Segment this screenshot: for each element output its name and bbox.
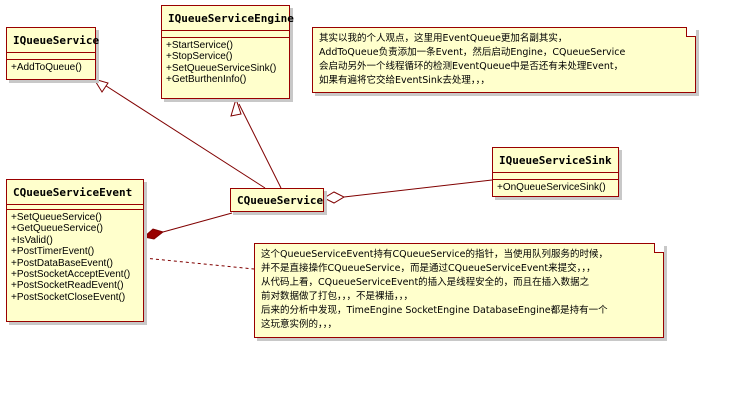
class-name: CQueueServiceEvent xyxy=(7,180,143,205)
operation: +SetQueueServiceSink() xyxy=(166,62,277,74)
operation: +PostSocketAcceptEvent() xyxy=(11,269,131,281)
composition-cqueueservice xyxy=(162,212,233,233)
class-attributes xyxy=(7,53,95,60)
note-line: 后来的分析中发现，TimeEngine SocketEngine Databas… xyxy=(261,305,608,316)
class-operations: +StartService() +StopService() +SetQueue… xyxy=(162,38,289,88)
aggregation-iqueueservicesink xyxy=(343,179,493,198)
composition-diamond xyxy=(142,228,165,240)
operation: +AddToQueue() xyxy=(11,62,82,73)
note-line: AddToQueue负责添加一条Event，然后启动Engine，CQueueS… xyxy=(319,47,626,58)
note-line: 其实以我的个人观点，这里用EventQueue更加名副其实， xyxy=(319,33,568,44)
note-line: 会启动另外一个线程循环的检测EventQueue中是否还有未处理Event， xyxy=(319,61,624,72)
operation: +OnQueueServiceSink() xyxy=(497,182,606,193)
class-operations: +OnQueueServiceSink() xyxy=(493,180,618,195)
note-line: 前对数据做了打包，，，不是裸插，，， xyxy=(261,291,414,302)
note-top[interactable]: 其实以我的个人观点，这里用EventQueue更加名副其实， AddToQueu… xyxy=(312,27,696,93)
class-name: IQueueServiceEngine xyxy=(162,6,294,31)
operation: +StopService() xyxy=(166,51,233,63)
note-line: 并不是直接操作CQueueService，而是通过CQueueServiceEv… xyxy=(261,263,596,274)
note-anchor-line xyxy=(143,257,255,270)
class-attributes xyxy=(493,173,618,180)
class-cqueueservice[interactable]: CQueueService xyxy=(230,188,324,212)
class-cqueueserviceevent[interactable]: CQueueServiceEvent +SetQueueService() +G… xyxy=(6,179,144,322)
operation: +GetQueueService() xyxy=(11,223,103,235)
class-iqueueservice[interactable]: IQueueService +AddToQueue() xyxy=(6,27,99,80)
class-name: IQueueServiceSink xyxy=(493,148,618,173)
generalization-iqueueserviceengine xyxy=(238,103,282,189)
class-attributes xyxy=(162,31,289,38)
note-line: 如果有遍将它交给EventSink去处理，，， xyxy=(319,75,490,86)
note-fold-corner xyxy=(654,243,664,253)
note-fold-corner xyxy=(686,27,696,37)
class-attributes xyxy=(7,205,143,210)
generalization-iqueueservice xyxy=(99,81,266,189)
operation: +PostSocketReadEvent() xyxy=(11,280,124,292)
generalization-arrowhead-iqueueservice xyxy=(92,78,109,93)
operation: +IsValid() xyxy=(11,234,53,246)
generalization-arrowhead-iqueueserviceengine xyxy=(230,97,242,117)
class-operations: +SetQueueService() +GetQueueService() +I… xyxy=(7,210,143,305)
operation: +PostSocketCloseEvent() xyxy=(11,291,126,303)
note-line: 这玩意实例的，，， xyxy=(261,319,338,330)
operation: +GetBurthenInfo() xyxy=(166,74,247,86)
note-line: 从代码上看，CQueueServiceEvent的插入是线程安全的，而且在插入数… xyxy=(261,277,590,288)
operation: +SetQueueService() xyxy=(11,212,102,223)
class-name: CQueueService xyxy=(237,194,324,207)
operation: +PostDataBaseEvent() xyxy=(11,257,113,269)
operation: +PostTimerEvent() xyxy=(11,246,95,258)
class-iqueueservicesink[interactable]: IQueueServiceSink +OnQueueServiceSink() xyxy=(492,147,619,197)
class-name: IQueueService xyxy=(7,28,99,53)
aggregation-diamond xyxy=(322,191,346,204)
operation: +StartService() xyxy=(166,40,233,51)
note-bottom[interactable]: 这个QueueServiceEvent持有CQueueService的指针，当使… xyxy=(254,243,664,338)
note-line: 这个QueueServiceEvent持有CQueueService的指针，当使… xyxy=(261,249,608,260)
class-operations: +AddToQueue() xyxy=(7,60,95,75)
class-iqueueserviceengine[interactable]: IQueueServiceEngine +StartService() +Sto… xyxy=(161,5,294,99)
